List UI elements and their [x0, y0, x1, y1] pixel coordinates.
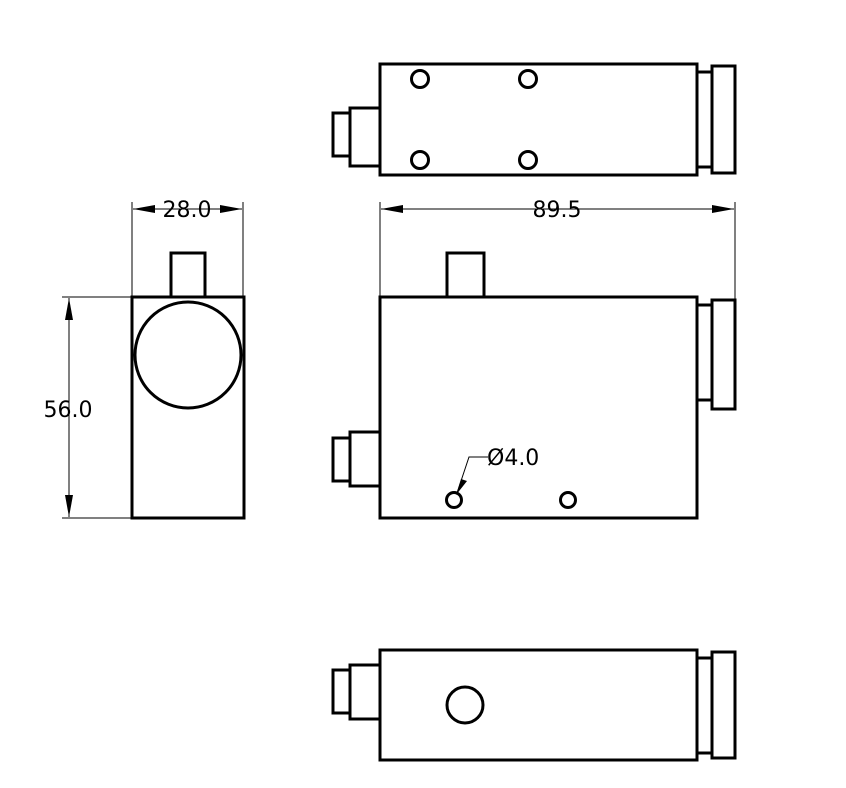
hole-diameter-label: Ø4.0	[487, 446, 539, 471]
bottom-view	[331, 648, 737, 762]
arrow-right-icon	[220, 205, 242, 213]
front-view-mount-hole	[559, 491, 577, 509]
width-dimension-label: 28.0	[163, 198, 212, 223]
top-view-right-flange	[695, 70, 714, 169]
height-dimension: 56.0	[44, 296, 132, 519]
front-view-left-connector-tip	[331, 436, 352, 483]
hole-diameter-callout: Ø4.0	[456, 446, 539, 495]
front-view	[331, 251, 737, 520]
bottom-view-right-flange	[695, 656, 714, 755]
arrow-down-icon	[65, 495, 73, 517]
bottom-view-large-hole	[445, 685, 485, 725]
side-view	[130, 251, 246, 520]
side-view-top-stub	[169, 251, 207, 299]
top-view-hole	[518, 69, 538, 89]
length-dimension: 89.5	[379, 198, 736, 300]
arrow-left-icon	[381, 205, 403, 213]
top-view-hole	[410, 150, 430, 170]
top-view-hole	[518, 150, 538, 170]
bottom-view-left-connector	[348, 663, 382, 721]
width-dimension: 28.0	[131, 198, 244, 297]
leader-arrow-icon	[456, 479, 467, 495]
bottom-view-left-connector-tip	[331, 668, 352, 715]
bottom-view-right-cap	[710, 650, 737, 760]
front-view-mount-hole	[445, 491, 463, 509]
top-view-left-connector	[348, 106, 382, 168]
arrow-up-icon	[65, 298, 73, 320]
side-view-round-face	[133, 300, 243, 410]
bottom-view-body	[378, 648, 699, 762]
front-view-left-connector	[348, 430, 382, 488]
top-view	[331, 62, 737, 177]
top-view-left-connector-tip	[331, 111, 352, 158]
front-view-top-stub	[445, 251, 486, 299]
front-view-body	[378, 295, 699, 520]
arrow-right-icon	[712, 205, 734, 213]
top-view-hole	[410, 69, 430, 89]
arrow-left-icon	[133, 205, 155, 213]
top-view-right-cap	[710, 64, 737, 175]
length-dimension-label: 89.5	[533, 198, 582, 223]
front-view-right-cap	[710, 298, 737, 411]
height-dimension-label: 56.0	[44, 398, 93, 423]
front-view-right-flange	[695, 303, 714, 402]
